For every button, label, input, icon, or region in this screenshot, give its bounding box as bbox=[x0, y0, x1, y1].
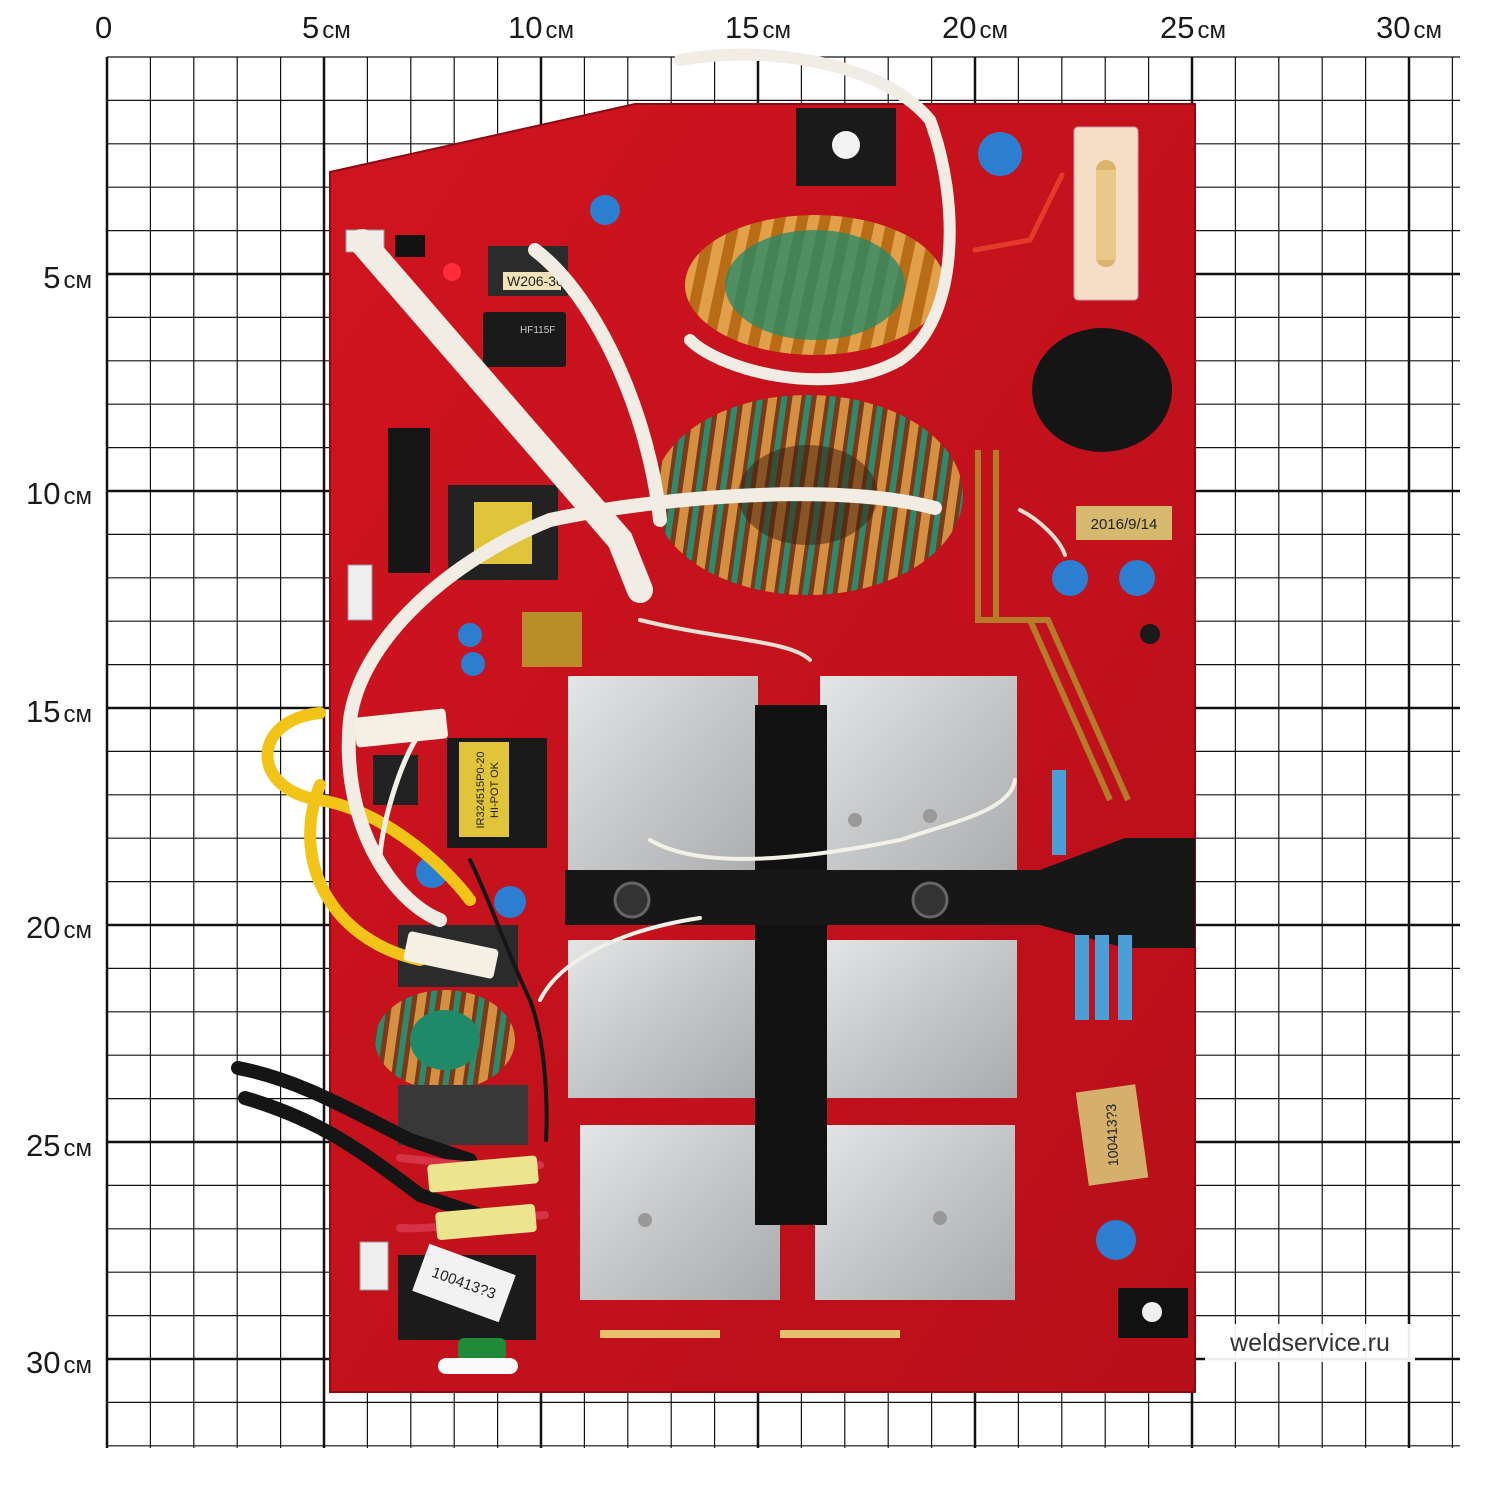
black-bracket-vertical bbox=[755, 705, 827, 1225]
ic-chip bbox=[395, 235, 425, 257]
mounting-hole bbox=[832, 131, 860, 159]
inductor bbox=[522, 612, 582, 667]
clamp-screw bbox=[613, 881, 651, 919]
heatsink-upper-left bbox=[568, 676, 758, 891]
serial-sticker-right bbox=[1075, 1084, 1149, 1186]
capacitor bbox=[494, 886, 526, 918]
transformer-part-text: IR324515P0-20 bbox=[475, 751, 487, 828]
capacitor bbox=[1096, 1220, 1136, 1260]
transformer-label bbox=[459, 742, 509, 837]
serial-sticker-right-text: 100413?3 bbox=[1103, 1103, 1121, 1166]
wire-terminal bbox=[403, 931, 499, 979]
date-sticker bbox=[1076, 506, 1172, 540]
relay-model-text: HF115F bbox=[520, 325, 555, 336]
capacitor bbox=[458, 623, 482, 647]
capacitor bbox=[978, 132, 1022, 176]
heatsink-lower-right bbox=[815, 1125, 1015, 1300]
watermark: weldservice.ru bbox=[1205, 1324, 1415, 1362]
serial-sticker-bottom bbox=[412, 1243, 516, 1323]
bus-bars bbox=[975, 450, 1131, 802]
wire-terminal bbox=[435, 1204, 537, 1240]
mounting-hole bbox=[1140, 624, 1160, 644]
heatsink-upper-right bbox=[820, 676, 1017, 891]
clamp-screw bbox=[911, 881, 949, 919]
capacitor bbox=[1119, 560, 1155, 596]
resistors bbox=[1052, 770, 1132, 1020]
capacitor bbox=[461, 652, 485, 676]
wire-terminal bbox=[427, 1155, 539, 1193]
led-indicator bbox=[443, 263, 461, 281]
screw-hole bbox=[923, 809, 937, 823]
heatsink-lower-left bbox=[580, 1125, 780, 1300]
mounting-hole bbox=[1142, 1302, 1162, 1322]
fuse-element bbox=[1096, 170, 1116, 260]
screw-hole bbox=[848, 813, 862, 827]
header-connector bbox=[388, 428, 430, 573]
solder-pads bbox=[600, 1330, 900, 1338]
slot-cutout bbox=[438, 1358, 518, 1374]
relay bbox=[483, 312, 566, 367]
wire-terminal bbox=[354, 708, 448, 748]
green-component bbox=[458, 1338, 506, 1360]
connector bbox=[347, 564, 373, 621]
screw-hole bbox=[933, 1211, 947, 1225]
heatsink-middle-left bbox=[568, 940, 758, 1098]
relay-label-plate bbox=[503, 272, 561, 290]
toroid-core-small bbox=[410, 1010, 480, 1070]
transformer-note-text: HI-POT OK bbox=[489, 761, 501, 818]
date-sticker-text: 2016/9/14 bbox=[1091, 516, 1158, 533]
rectifier-module bbox=[398, 1085, 528, 1145]
capacitor bbox=[1052, 560, 1088, 596]
wires bbox=[231, 48, 1067, 1233]
thermistor bbox=[1032, 328, 1172, 452]
screw-hole bbox=[638, 1213, 652, 1227]
black-clamp-bar bbox=[565, 838, 1195, 948]
x-axis-label: 0 bbox=[95, 10, 113, 45]
heatsink-middle-right bbox=[820, 940, 1017, 1098]
toroid-core-top bbox=[725, 230, 905, 340]
connector bbox=[359, 1241, 389, 1291]
capacitor bbox=[590, 195, 620, 225]
relay-part-text: W206-30 bbox=[507, 273, 564, 289]
